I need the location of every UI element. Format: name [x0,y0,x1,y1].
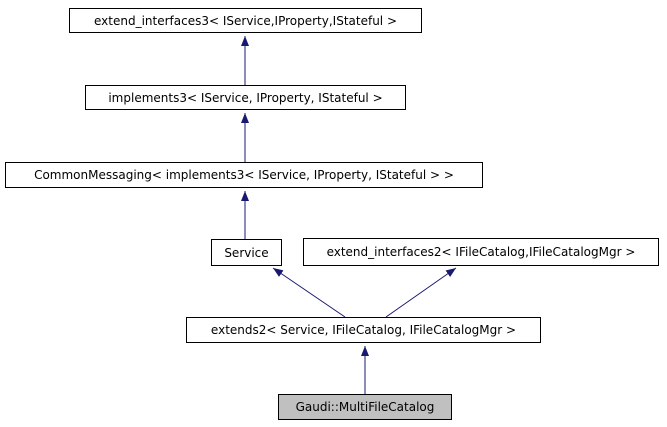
node-extend-interfaces2[interactable]: extend_interfaces2< IFileCatalog,IFileCa… [303,238,659,266]
node-extends2[interactable]: extends2< Service, IFileCatalog, IFileCa… [186,317,541,343]
edge-extends2-to-extend-interfaces2 [385,267,457,318]
node-extend-interfaces3[interactable]: extend_interfaces3< IService,IProperty,I… [69,8,422,33]
edge-extends2-to-service [272,267,346,318]
node-implements3[interactable]: implements3< IService, IProperty, IState… [85,85,406,110]
node-gaudi-multifilecatalog: Gaudi::MultiFileCatalog [278,394,452,420]
node-commonmessaging[interactable]: CommonMessaging< implements3< IService, … [5,162,483,188]
node-service[interactable]: Service [211,239,282,266]
